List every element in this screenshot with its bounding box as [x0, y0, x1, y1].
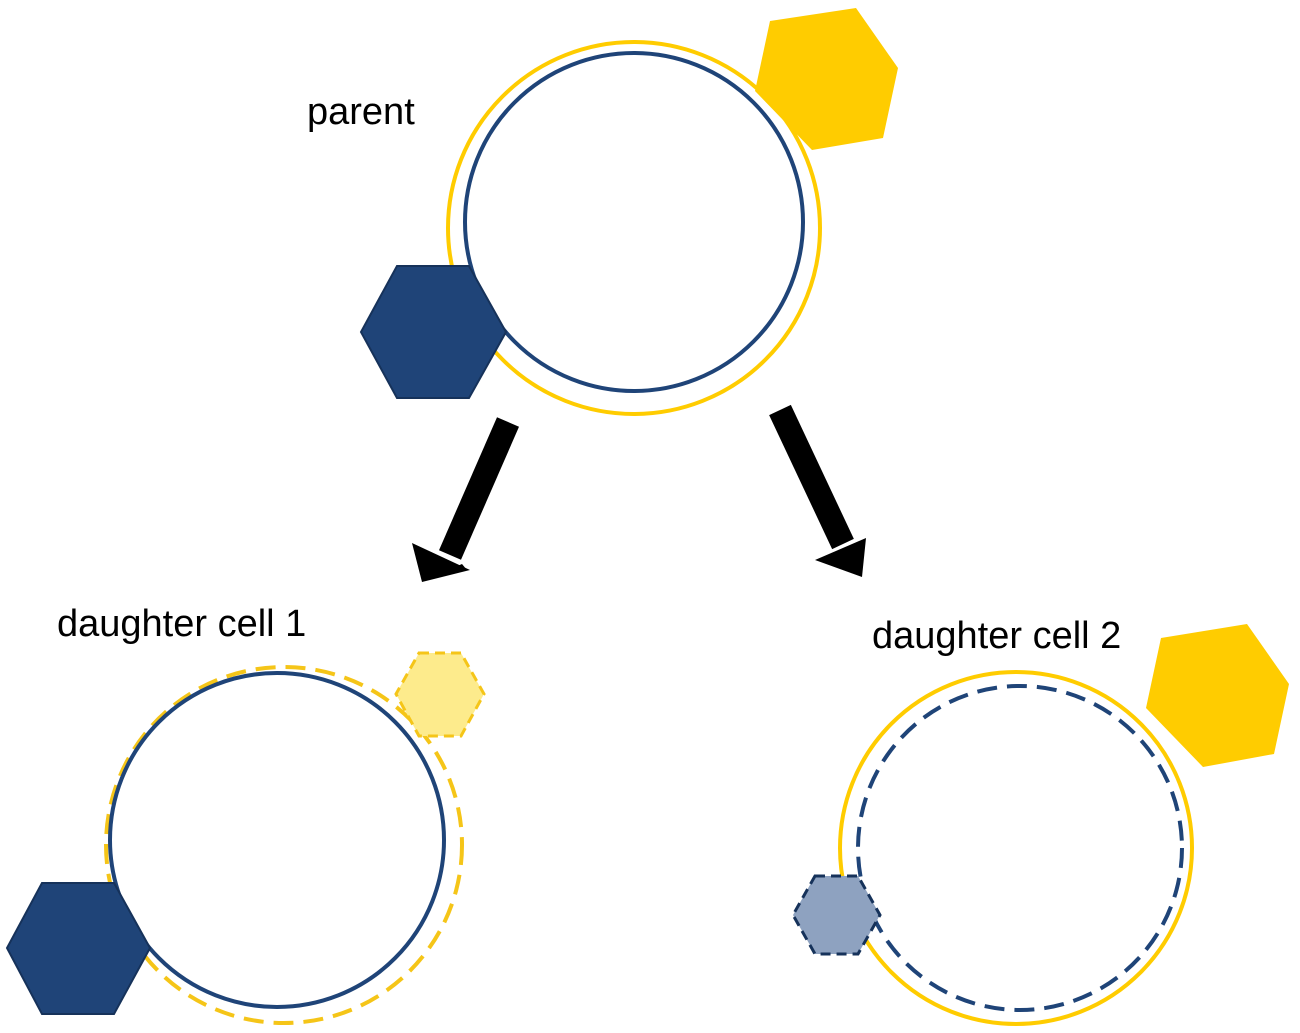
parent-cell — [359, 8, 898, 416]
arrow-to-daughter-2 — [769, 404, 866, 577]
daughter1-faded-gold-hexagon — [394, 651, 486, 738]
daughter1-inner-membrane — [108, 671, 446, 1009]
daughter-cell-2 — [791, 624, 1289, 1026]
daughter1-outer-membrane-dashed — [104, 665, 464, 1025]
parent-gold-hexagon — [755, 8, 898, 150]
parent-inner-membrane — [463, 51, 805, 393]
daughter2-inner-membrane-dashed — [856, 684, 1184, 1012]
parent-outer-membrane — [446, 40, 822, 416]
daughter2-gold-hexagon — [1146, 624, 1289, 767]
daughter-cell-1-label: daughter cell 1 — [57, 603, 306, 645]
arrow-to-daughter-1 — [412, 417, 519, 582]
daughter-cell-2-label: daughter cell 2 — [872, 615, 1121, 657]
daughter2-faded-navy-hexagon — [791, 874, 882, 956]
parent-navy-hexagon — [359, 265, 508, 399]
parent-label: parent — [307, 91, 415, 133]
daughter2-outer-membrane — [838, 670, 1194, 1026]
daughter-cell-1 — [5, 651, 486, 1025]
daughter1-navy-hexagon — [5, 882, 152, 1015]
